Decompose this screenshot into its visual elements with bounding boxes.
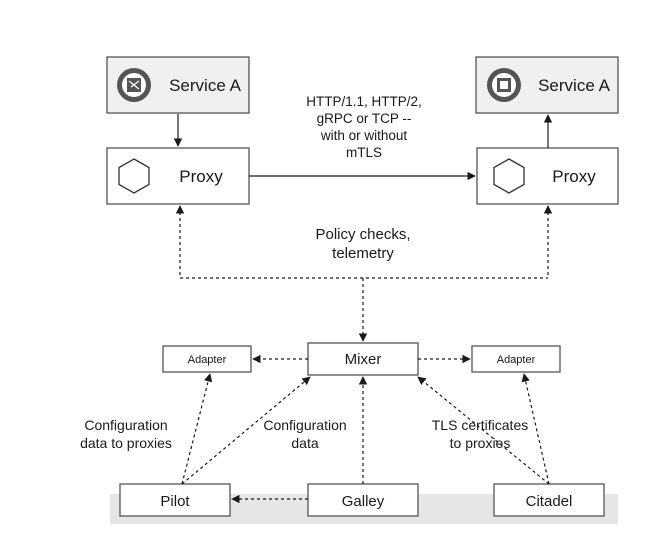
proxy-left-label: Proxy <box>179 167 223 186</box>
service-chip-icon <box>487 68 521 102</box>
pilot-label: Pilot <box>160 493 190 510</box>
svg-text:with or without: with or without <box>320 128 408 143</box>
svg-text:Policy checks,: Policy checks, <box>315 226 410 243</box>
policy-note: Policy checks, telemetry <box>315 226 410 262</box>
proxy-right-node: Proxy <box>476 147 619 205</box>
galley-label: Galley <box>342 493 385 510</box>
proxy-right-label: Proxy <box>552 167 596 186</box>
pilot-node: Pilot <box>119 483 231 517</box>
hexagon-icon <box>493 158 525 194</box>
citadel-label: Citadel <box>526 493 573 510</box>
svg-text:to proxies: to proxies <box>450 435 511 451</box>
mixer-node: Mixer <box>307 342 419 376</box>
tls-note: TLS certificates to proxies <box>432 417 528 451</box>
dashed-arrow-citadel-to-mixer <box>417 376 550 485</box>
service-a-left-label: Service A <box>169 76 241 95</box>
svg-text:TLS certificates: TLS certificates <box>432 417 528 433</box>
proxy-left-node: Proxy <box>106 147 250 205</box>
adapter-left-node: Adapter <box>162 345 252 373</box>
service-a-right-node: Service A <box>475 56 619 114</box>
svg-text:Configuration: Configuration <box>263 417 346 433</box>
adapter-right-label: Adapter <box>497 354 536 366</box>
config-note: Configuration data <box>263 417 346 451</box>
service-a-left-node: Service A <box>106 56 250 114</box>
svg-text:HTTP/1.1, HTTP/2,: HTTP/1.1, HTTP/2, <box>306 94 422 109</box>
adapter-left-label: Adapter <box>188 354 227 366</box>
svg-text:Configuration: Configuration <box>84 417 167 433</box>
svg-text:telemetry: telemetry <box>332 245 394 262</box>
dashed-arrow-citadel-to-adapter <box>521 373 550 485</box>
svg-text:data to proxies: data to proxies <box>80 435 172 451</box>
svg-text:gRPC or TCP --: gRPC or TCP -- <box>317 111 412 126</box>
service-chip-icon <box>117 68 151 102</box>
adapter-right-node: Adapter <box>471 345 561 373</box>
mixer-label: Mixer <box>345 351 382 368</box>
service-a-right-label: Service A <box>538 76 610 95</box>
citadel-node: Citadel <box>493 483 605 517</box>
dashed-arrow-pilot-to-adapter <box>181 373 213 485</box>
dashed-arrow-pilot-to-mixer <box>181 376 311 485</box>
protocol-note: HTTP/1.1, HTTP/2, gRPC or TCP -- with or… <box>306 94 422 160</box>
config-proxies-note: Configuration data to proxies <box>80 417 172 451</box>
hexagon-icon <box>118 158 150 194</box>
svg-text:data: data <box>291 435 318 451</box>
svg-text:mTLS: mTLS <box>346 145 382 160</box>
galley-node: Galley <box>307 483 419 517</box>
